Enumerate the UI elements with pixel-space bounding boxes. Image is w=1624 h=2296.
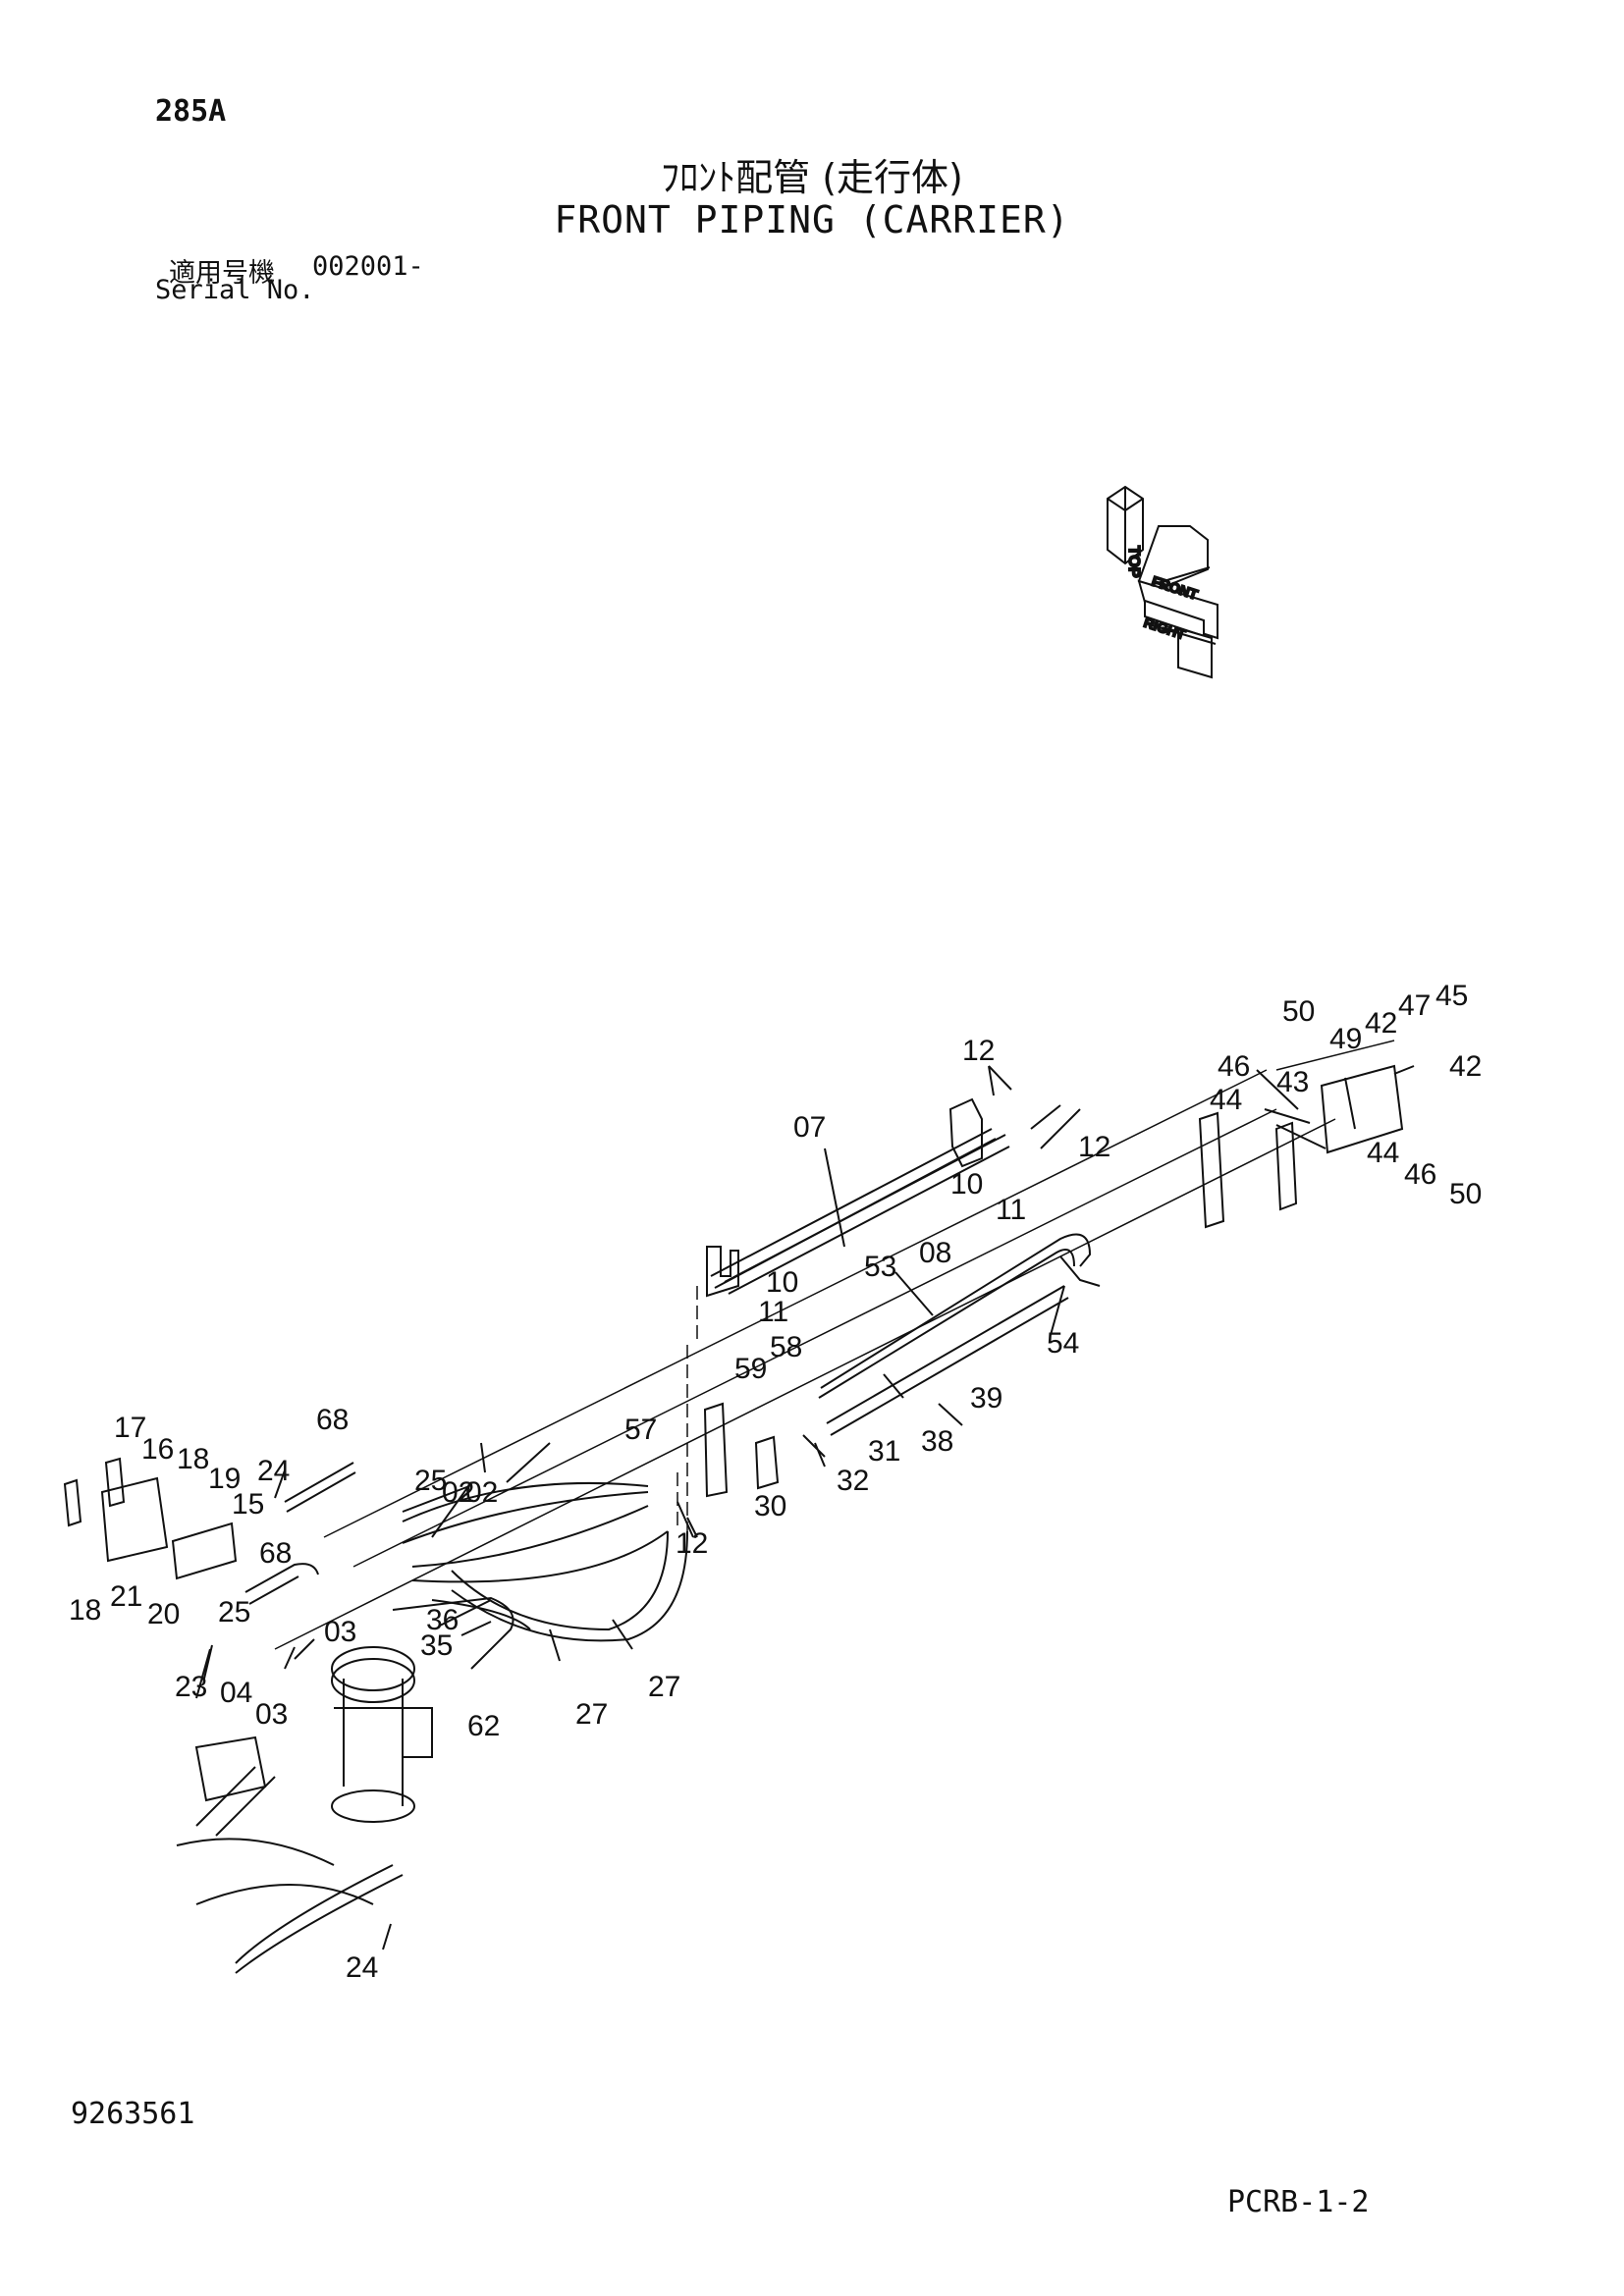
callout-label: 07 bbox=[793, 1111, 826, 1144]
callout-label: 42 bbox=[1365, 1007, 1397, 1040]
callout-label: 20 bbox=[147, 1598, 180, 1630]
callout-label: 45 bbox=[1435, 980, 1468, 1012]
callout-label: 68 bbox=[316, 1404, 349, 1436]
callout-label: 16 bbox=[141, 1433, 174, 1466]
callout-label: 12 bbox=[1078, 1131, 1110, 1163]
callout-label: 32 bbox=[837, 1465, 869, 1497]
callout-label: 24 bbox=[346, 1951, 378, 1984]
callout-label: 24 bbox=[257, 1455, 290, 1487]
callout-label: 42 bbox=[1449, 1050, 1482, 1083]
callout-label: 36 bbox=[426, 1604, 459, 1636]
callout-label: 57 bbox=[624, 1414, 657, 1446]
callout-label: 25 bbox=[218, 1596, 250, 1629]
callout-label: 03 bbox=[324, 1616, 356, 1648]
orientation-label-top: TOP bbox=[1125, 546, 1142, 578]
title-english: FRONT PIPING (CARRIER) bbox=[554, 198, 1070, 241]
callout-label: 27 bbox=[575, 1698, 608, 1731]
callout-label: 44 bbox=[1210, 1084, 1242, 1116]
callout-label: 49 bbox=[1329, 1023, 1362, 1055]
callout-label: 02 bbox=[442, 1476, 474, 1509]
serial-label-japanese: 適用号機 bbox=[169, 258, 275, 289]
callout-label: 50 bbox=[1282, 995, 1315, 1028]
callout-label: 18 bbox=[69, 1594, 101, 1627]
callout-label: 58 bbox=[770, 1331, 802, 1363]
serial-label-english: Serial No. bbox=[155, 275, 315, 305]
callout-label: 38 bbox=[921, 1425, 953, 1458]
callout-label: 03 bbox=[255, 1698, 288, 1731]
callout-label: 59 bbox=[734, 1353, 767, 1385]
callout-label: 18 bbox=[177, 1443, 209, 1475]
callout-label: 15 bbox=[232, 1488, 264, 1521]
callout-label: 47 bbox=[1398, 989, 1431, 1022]
callout-label: 12 bbox=[962, 1035, 995, 1067]
callout-label: 43 bbox=[1276, 1066, 1309, 1098]
callout-label: 46 bbox=[1404, 1158, 1436, 1191]
callout-label: 27 bbox=[648, 1671, 680, 1703]
callout-label: 08 bbox=[919, 1237, 951, 1269]
callout-label: 11 bbox=[996, 1194, 1026, 1226]
callout-label: 44 bbox=[1367, 1137, 1399, 1169]
callout-label: 19 bbox=[208, 1463, 241, 1495]
title-japanese: ﾌﾛﾝﾄ配管 (走行体) bbox=[661, 156, 963, 199]
callout-label: 10 bbox=[766, 1266, 798, 1299]
callout-label: 62 bbox=[467, 1710, 500, 1742]
callout-label: 02 bbox=[465, 1476, 498, 1509]
callout-label: 11 bbox=[758, 1296, 788, 1328]
piping-line-art bbox=[63, 1040, 1415, 1974]
callout-label: 17 bbox=[114, 1412, 146, 1444]
callout-label: 39 bbox=[970, 1382, 1002, 1415]
callout-label: 35 bbox=[420, 1629, 453, 1662]
page-code: 285A bbox=[155, 94, 227, 129]
callout-label: 23 bbox=[175, 1671, 207, 1703]
serial-number-value: 002001- bbox=[312, 251, 424, 282]
callout-label: 53 bbox=[864, 1251, 896, 1283]
callout-label: 30 bbox=[754, 1490, 786, 1522]
callout-label: 54 bbox=[1047, 1327, 1079, 1360]
sheet-code: PCRB-1-2 bbox=[1227, 2185, 1370, 2219]
document-number: 9263561 bbox=[71, 2097, 195, 2131]
callout-label: 25 bbox=[414, 1465, 447, 1497]
callout-label: 21 bbox=[110, 1580, 142, 1613]
callout-label: 31 bbox=[868, 1435, 900, 1468]
callout-label: 46 bbox=[1218, 1050, 1250, 1083]
callout-label: 50 bbox=[1449, 1178, 1482, 1210]
orientation-indicator: TOP FRONT RIGHT bbox=[1107, 485, 1218, 679]
callout-label: 10 bbox=[950, 1168, 983, 1201]
callout-label: 12 bbox=[676, 1527, 708, 1560]
part-callouts: 02 02 03 03 04 07 08 10 10 11 11 12 12 1… bbox=[69, 980, 1482, 1984]
callout-label: 04 bbox=[220, 1677, 252, 1709]
callout-label: 68 bbox=[259, 1537, 292, 1570]
